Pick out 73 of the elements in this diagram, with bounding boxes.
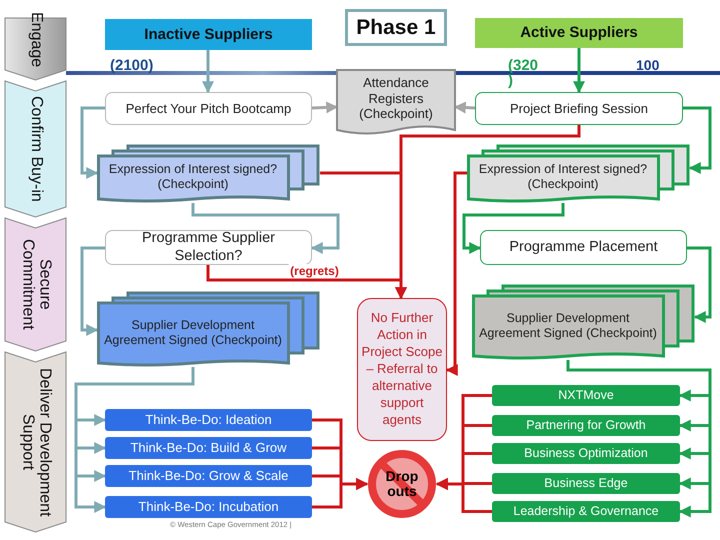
node-label: Think-Be-Do: Grow & Scale — [128, 468, 288, 484]
node-label: Perfect Your Pitch Bootcamp — [126, 100, 292, 116]
node-label: Programme Supplier Selection? — [141, 230, 276, 265]
header-label: Inactive Suppliers — [144, 26, 273, 44]
node-label: Supplier Development Agreement Signed (Checkpoint) — [103, 318, 283, 348]
node-label: Business Optimization — [524, 446, 648, 461]
node-label: Think-Be-Do: Incubation — [138, 499, 279, 515]
connector-arrow — [683, 106, 712, 174]
checkpoint-stack — [97, 145, 320, 203]
count-label: (2100) — [110, 58, 154, 73]
header-box — [105, 19, 312, 50]
phase-box — [345, 9, 447, 46]
programme-bar — [492, 415, 680, 436]
connector-arrow — [80, 246, 105, 336]
node-label: No Further Action in Project Scope – Referral to alternative support agents — [360, 310, 444, 429]
count-label: 100 — [636, 58, 660, 72]
node-label: Business Edge — [544, 476, 628, 491]
connector-arrow — [202, 50, 214, 94]
programme-bar — [492, 443, 680, 464]
header-box — [475, 18, 683, 48]
connector-arrow — [462, 203, 564, 254]
header-label: Active Suppliers — [520, 24, 638, 42]
programme-bar — [105, 409, 312, 431]
programme-bar — [492, 501, 680, 522]
connector-arrow — [192, 203, 340, 254]
referral-box — [357, 298, 447, 441]
stage-band — [5, 218, 66, 351]
stage-label: Engage — [27, 12, 44, 68]
programme-bar — [492, 385, 680, 406]
connector-arrow — [687, 246, 712, 323]
node-label: Leadership & Governance — [513, 504, 659, 519]
node-label: Attendance Registers (Checkpoint) — [358, 75, 434, 122]
programme-bar — [105, 437, 312, 459]
connector-arrow — [206, 265, 407, 300]
connector-arrow — [454, 102, 476, 114]
connector-arrow — [566, 360, 712, 518]
process-box — [105, 92, 312, 125]
process-box — [475, 92, 683, 125]
node-label: Partnering for Growth — [526, 418, 646, 433]
stage-band — [5, 81, 66, 217]
connector-arrow — [573, 48, 585, 94]
connector-arrow — [312, 101, 338, 114]
programme-bar — [492, 473, 680, 494]
checkpoint-stack — [467, 145, 690, 203]
connector-arrow — [436, 478, 492, 513]
stage-label: Deliver Development Support — [18, 366, 52, 518]
node-label: Expression of Interest signed? (Checkpoint) — [478, 162, 648, 192]
connector-arrow — [80, 106, 105, 179]
count-label: (320 ) — [508, 58, 540, 88]
stage-label: Secure Commitment — [18, 238, 52, 332]
connector-arrow — [446, 172, 467, 376]
connector-arrow — [312, 478, 368, 508]
stage-band — [5, 352, 66, 532]
edge-label: (regrets) — [288, 264, 341, 278]
node-label: NXTMove — [558, 388, 614, 403]
checkpoint-stack — [472, 285, 695, 360]
checkpoint-document — [337, 70, 455, 137]
stage-label: Confirm Buy-in — [27, 96, 44, 202]
checkpoint-stack — [97, 292, 320, 367]
programme-bar — [105, 465, 312, 487]
header-label: Phase 1 — [356, 14, 436, 40]
node-label: Think-Be-Do: Build & Grow — [130, 440, 287, 456]
node-label: Expression of Interest signed? (Checkpoint) — [108, 162, 278, 192]
process-box — [480, 230, 687, 265]
node-label: Project Briefing Session — [510, 100, 648, 116]
node-label: Programme Placement — [509, 238, 658, 256]
programme-bar — [105, 496, 312, 518]
node-label: Think-Be-Do: Ideation — [145, 412, 272, 428]
prohibition-sign — [367, 449, 437, 519]
node-label: Drop outs — [384, 469, 420, 499]
connector-arrow — [74, 367, 194, 513]
node-label: Supplier Development Agreement Signed (Checkpoint) — [478, 310, 658, 340]
process-box — [105, 230, 312, 265]
